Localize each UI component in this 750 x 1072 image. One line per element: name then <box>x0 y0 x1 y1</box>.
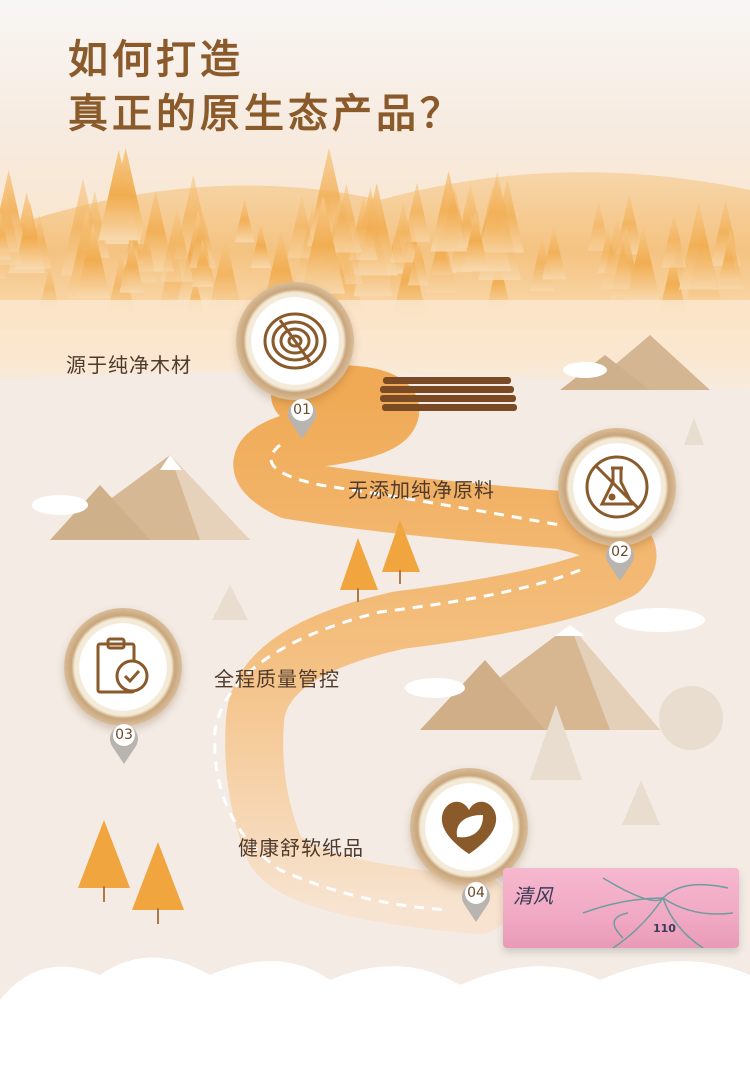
step-3-pin: 03 <box>107 720 141 766</box>
forest-tree <box>403 182 431 242</box>
step-4-number: 04 <box>467 885 485 901</box>
forest-tree <box>615 193 643 255</box>
map-pin-icon <box>606 541 634 581</box>
pale-trees <box>212 418 723 825</box>
forest-tree <box>39 265 60 311</box>
title-line-1: 如何打造 <box>68 37 244 83</box>
forest-tree <box>626 225 660 301</box>
forest-tree <box>541 225 567 280</box>
step-2-pin: 02 <box>603 537 637 583</box>
step-3-badge <box>64 608 182 726</box>
forest-tree <box>661 212 687 268</box>
forest-tree <box>462 211 489 270</box>
product-brand: 清风 <box>513 884 553 908</box>
tissue-product-package: 清风 110 <box>503 868 739 948</box>
forest-tree <box>250 223 271 269</box>
forest-tree <box>330 183 362 253</box>
map-pin-icon <box>110 724 138 764</box>
forest-tree <box>425 223 458 293</box>
forest-tree <box>430 170 467 252</box>
wood-rings-icon <box>263 312 327 370</box>
forest-tree <box>208 236 243 313</box>
step-3-label: 全程质量管控 <box>214 667 340 691</box>
step-2-number: 02 <box>611 544 629 560</box>
forest-silhouette <box>0 147 750 330</box>
forest-tree <box>234 198 255 243</box>
step-1-label: 源于纯净木材 <box>66 353 192 377</box>
step-4-badge <box>410 768 528 886</box>
forest-tree <box>119 238 144 293</box>
forest-tree <box>678 202 719 290</box>
forest-tree <box>0 212 11 260</box>
clipboard-check-icon <box>96 637 149 694</box>
step-4-label: 健康舒软纸品 <box>238 836 364 860</box>
forest-tree <box>389 201 418 263</box>
forest-tree <box>716 228 744 289</box>
step-4-pin: 04 <box>459 878 493 924</box>
flower-pattern <box>582 877 734 948</box>
forest-tree <box>600 216 634 290</box>
step-1-number: 01 <box>293 402 311 418</box>
forest-tree <box>76 222 111 298</box>
step-1-badge <box>236 282 354 400</box>
forest-tree <box>486 255 511 310</box>
forest-tree <box>98 149 140 241</box>
orange-trees <box>78 520 420 924</box>
forest-tree <box>407 237 430 286</box>
heart-leaf-icon <box>441 801 497 854</box>
forest-tree <box>479 171 516 253</box>
mountains <box>50 335 710 730</box>
forest-tree <box>160 207 194 282</box>
forest-tree <box>15 207 43 269</box>
step-2-badge <box>558 428 676 546</box>
forest-tree <box>189 208 216 269</box>
map-pin-icon <box>462 882 490 922</box>
forest-tree <box>301 195 345 294</box>
step-3-number: 03 <box>115 727 133 743</box>
map-pin-icon <box>288 399 316 439</box>
wood-logs <box>380 377 517 411</box>
forest-tree <box>192 238 214 287</box>
title-line-2: 真正的原生态产品？ <box>68 91 464 137</box>
forest-tree <box>287 194 317 258</box>
step-2-label: 无添加纯净原料 <box>348 478 495 502</box>
product-count: 110 <box>653 922 676 935</box>
no-chemicals-flask-icon <box>585 455 649 519</box>
forest-tree <box>587 201 610 251</box>
clouds <box>0 362 750 1072</box>
step-1-pin: 01 <box>285 395 319 441</box>
